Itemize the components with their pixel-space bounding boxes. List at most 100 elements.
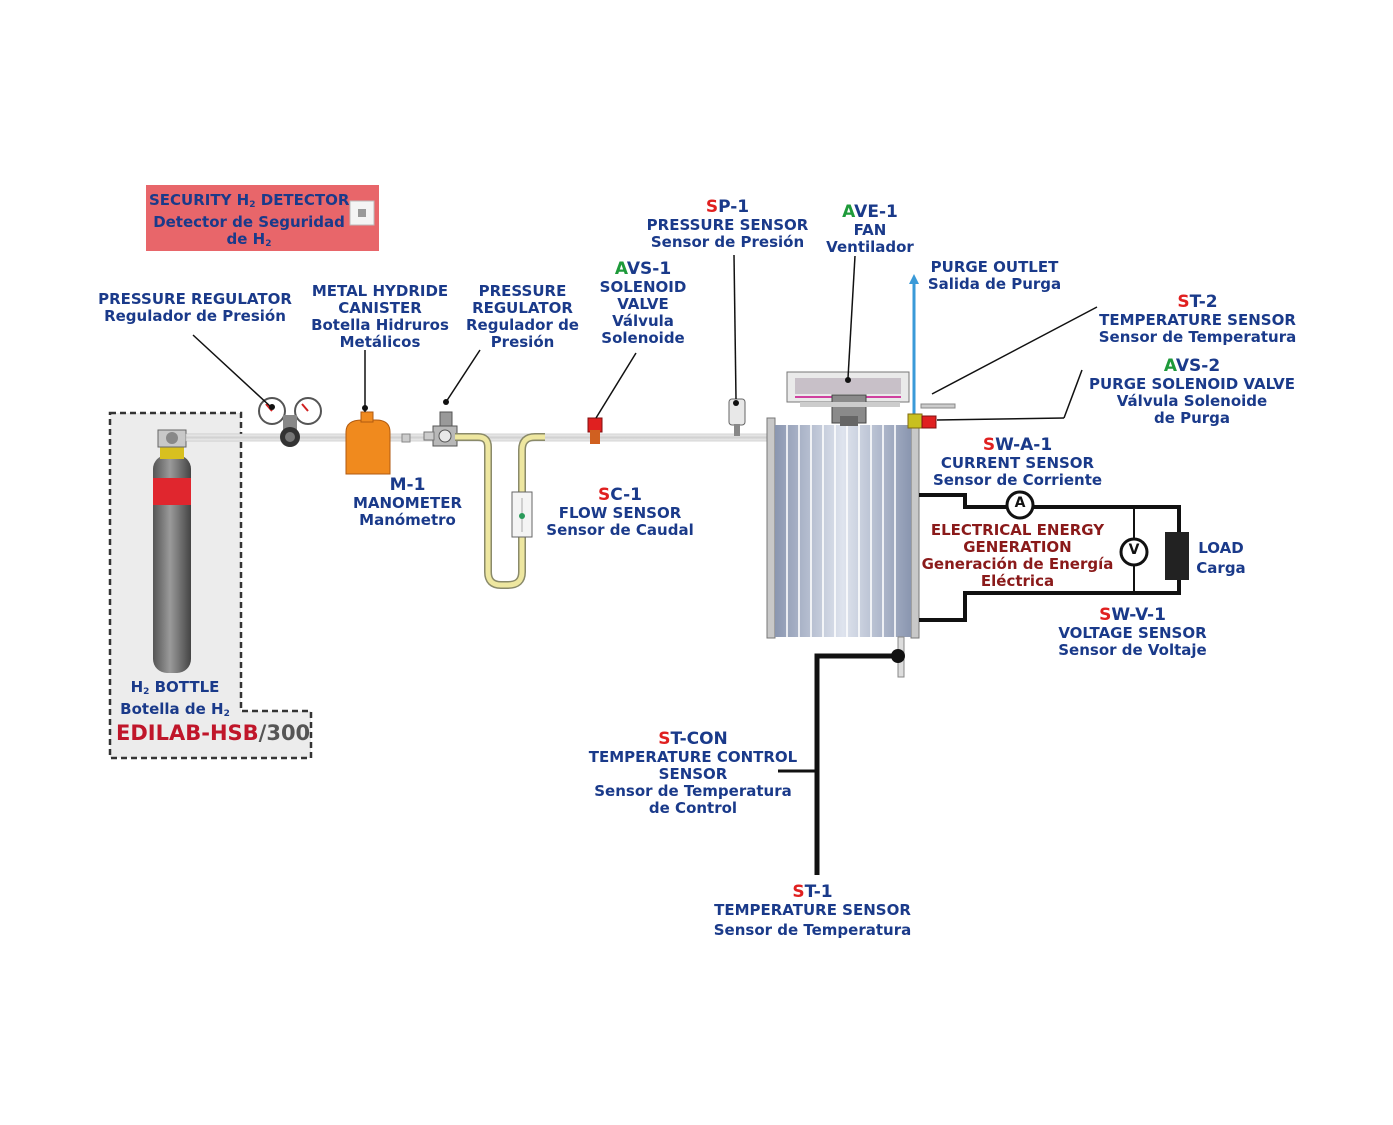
- temp-sensor-2-label: ST-2 TEMPERATURE SENSOR Sensor de Temper…: [1090, 293, 1305, 346]
- pr2-en1: PRESSURE: [478, 282, 567, 300]
- eg-es1: Generación de Energía: [921, 555, 1114, 573]
- stcon-en1: TEMPERATURE CONTROL: [588, 748, 798, 766]
- flow-sensor-label: SC-1 FLOW SENSOR Sensor de Caudal: [540, 486, 700, 539]
- detector-line2: Detector de Seguridad: [153, 213, 345, 231]
- avs1-es1: Válvula: [612, 312, 674, 330]
- sc1-code-first: S: [597, 485, 611, 505]
- brand-name: EDILAB-HSB: [116, 721, 259, 745]
- metal-hydride-canister-icon: [345, 411, 391, 475]
- pr1-es: Regulador de Presión: [104, 307, 286, 325]
- st1-code-first: S: [792, 882, 805, 902]
- leader-dot: [443, 399, 449, 405]
- sp1-es: Sensor de Presión: [650, 233, 805, 251]
- swa1-es: Sensor de Corriente: [932, 471, 1103, 489]
- avs1-code-rest: VS-1: [626, 259, 672, 279]
- mh-es1: Botella Hidruros: [311, 316, 449, 334]
- temp-probe-dot: [891, 649, 905, 663]
- pr2-en2: REGULATOR: [472, 299, 573, 317]
- leader-dot: [362, 405, 368, 411]
- security-detector-box: [146, 185, 379, 251]
- m1-es: Manómetro: [359, 511, 456, 529]
- manometer-label: M-1 MANOMETER Manómetro: [345, 476, 470, 529]
- avs2-code-first: A: [1163, 356, 1176, 376]
- leader-dot: [269, 404, 275, 410]
- energy-generation-label: ELECTRICAL ENERGY GENERATION Generación …: [915, 522, 1120, 590]
- solenoid-valve-icon: [587, 417, 603, 444]
- swa1-en: CURRENT SENSOR: [940, 454, 1095, 472]
- leader-dot: [845, 377, 851, 383]
- sc1-en: FLOW SENSOR: [558, 504, 682, 522]
- fuel-cell-stack: [766, 417, 920, 678]
- flow-meter-icon: [511, 491, 533, 538]
- avs2-es2: de Purga: [1153, 409, 1231, 427]
- swa1-code-first: S: [982, 435, 996, 455]
- detector-line3-sub: 2: [265, 239, 272, 249]
- voltage-sensor-label: SW-V-1 VOLTAGE SENSOR Sensor de Voltaje: [1045, 606, 1220, 659]
- eg-en1: ELECTRICAL ENERGY: [930, 521, 1105, 539]
- eg-es2: Eléctrica: [980, 572, 1055, 590]
- detector-line1: SECURITY H: [149, 191, 250, 209]
- load-label: LOAD Carga: [1190, 538, 1252, 578]
- fan-es: Ventilador: [826, 238, 914, 256]
- avs1-es2: Solenoide: [601, 329, 685, 347]
- sp1-code-first: S: [705, 197, 719, 217]
- pressure-regulator-1-label: PRESSURE REGULATOR Regulador de Presión: [95, 291, 295, 325]
- pressure-regulator-2-label: PRESSURE REGULATOR Regulador de Presión: [460, 283, 585, 351]
- avs2-es1: Válvula Solenoide: [1116, 392, 1268, 410]
- st1-en: TEMPERATURE SENSOR: [714, 901, 911, 919]
- ammeter-letter: A: [1014, 495, 1026, 511]
- stcon-es1: Sensor de Temperatura: [594, 782, 792, 800]
- swv1-code-first: S: [1099, 605, 1112, 625]
- bottle-en: H: [130, 678, 144, 696]
- bottle-en-post: BOTTLE: [149, 678, 220, 696]
- m1-code: M-1: [389, 475, 426, 495]
- voltmeter-letter: V: [1128, 542, 1140, 558]
- brand-label: EDILAB-HSB/300: [116, 721, 310, 745]
- sc1-es: Sensor de Caudal: [546, 521, 694, 539]
- detector-line1-post: DETECTOR: [255, 191, 350, 209]
- solenoid-valve-label: AVS-1 SOLENOID VALVE Válvula Solenoide: [588, 260, 698, 347]
- m1-en: MANOMETER: [352, 494, 463, 512]
- avs2-en: PURGE SOLENOID VALVE: [1089, 375, 1295, 393]
- st2-code-rest: T-2: [1189, 292, 1218, 312]
- current-sensor-label: SW-A-1 CURRENT SENSOR Sensor de Corrient…: [925, 436, 1110, 489]
- pr2-es2: Presión: [490, 333, 555, 351]
- bottle-en-sub: 2: [143, 687, 150, 697]
- avs2-code-rest: VS-2: [1175, 356, 1221, 376]
- temp-control-label: ST-CON TEMPERATURE CONTROL SENSOR Sensor…: [583, 730, 803, 817]
- sc1-code-rest: C-1: [610, 485, 642, 505]
- purge-en: PURGE OUTLET: [930, 258, 1059, 276]
- security-detector-label: SECURITY H 2 DETECTOR Detector de Segurid…: [149, 192, 349, 253]
- st2-es: Sensor de Temperatura: [1098, 328, 1297, 346]
- eg-en2: GENERATION: [963, 538, 1072, 556]
- fan-label: AVE-1 FAN Ventilador: [815, 203, 925, 256]
- mh-es2: Metálicos: [339, 333, 421, 351]
- bottle-es: Botella de H: [120, 700, 224, 718]
- sp1-en: PRESSURE SENSOR: [646, 216, 809, 234]
- temperature-wiring: [778, 653, 898, 875]
- sp1-code-rest: P-1: [718, 197, 750, 217]
- avs1-en2: VALVE: [617, 295, 669, 313]
- leader-dot: [733, 400, 739, 406]
- metal-hydride-label: METAL HYDRIDE CANISTER Botella Hidruros …: [300, 283, 460, 351]
- st2-code-first: S: [1177, 292, 1190, 312]
- fan-en: FAN: [853, 221, 887, 239]
- manometer-icon: [423, 411, 458, 447]
- swv1-en: VOLTAGE SENSOR: [1058, 624, 1207, 642]
- st1-code-rest: T-1: [804, 882, 833, 902]
- mh-en2: CANISTER: [338, 299, 422, 317]
- pipe-fitting: [401, 433, 411, 443]
- st1-es: Sensor de Temperatura: [713, 921, 912, 939]
- avs1-en1: SOLENOID: [599, 278, 687, 296]
- purge-es: Salida de Purga: [927, 275, 1062, 293]
- swa1-code-rest: W-A-1: [995, 435, 1053, 455]
- brand-num: /300: [258, 721, 311, 745]
- load-icon: [1165, 532, 1189, 580]
- load-en: LOAD: [1198, 539, 1244, 557]
- pressure-sensor-label: SP-1 PRESSURE SENSOR Sensor de Presión: [640, 198, 815, 251]
- h2-bottle-label: H2 BOTTLE Botella de H2: [110, 679, 240, 723]
- ave1-code-rest: VE-1: [854, 202, 898, 222]
- detector-sensor-dot: [358, 209, 366, 217]
- st2-en: TEMPERATURE SENSOR: [1099, 311, 1296, 329]
